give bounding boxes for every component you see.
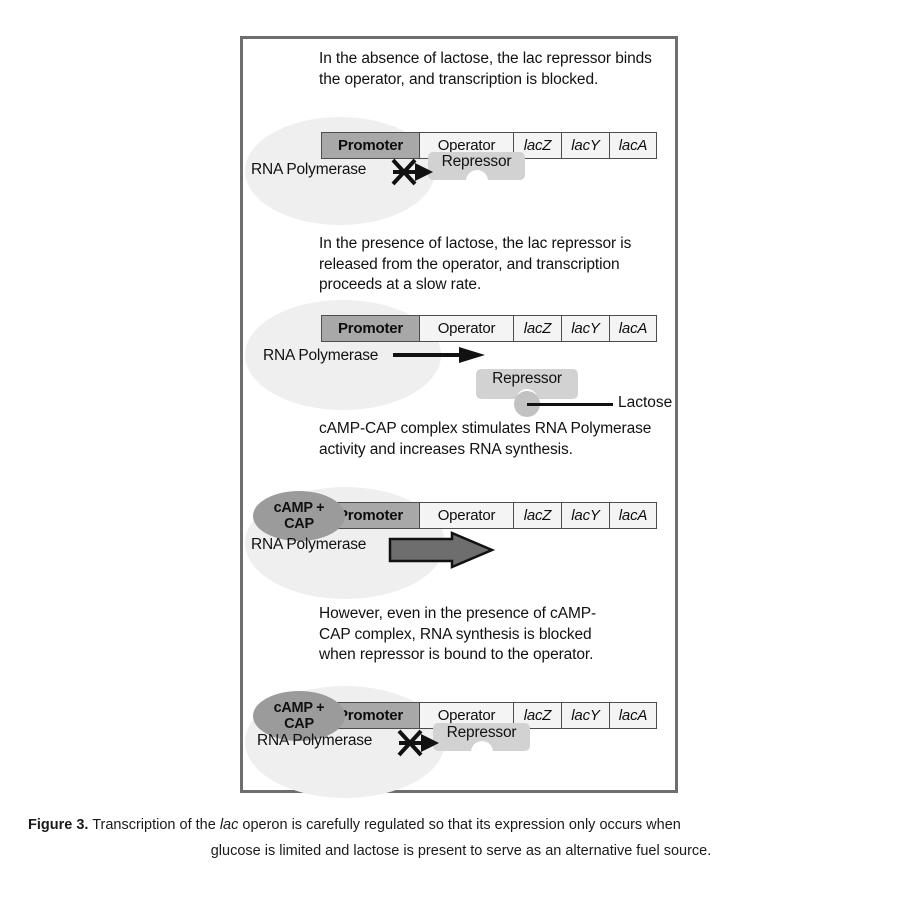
repressor-blob-1: Repressor xyxy=(428,152,525,181)
gene-cell-lacz: lacZ xyxy=(513,315,561,342)
blocked-transcription-arrow-icon xyxy=(391,158,433,186)
gene-cell-lacz: lacZ xyxy=(513,132,561,159)
figure-caption: Figure 3. Transcription of the lac opero… xyxy=(28,812,894,864)
lactose-leader-line xyxy=(527,403,613,406)
rna-polymerase-label-2: RNA Polymerase xyxy=(263,347,379,364)
figure-frame: In the absence of lactose, the lac repre… xyxy=(240,36,678,798)
gene-cell-operator: Operator xyxy=(419,502,513,529)
gene-cell-laca: lacA xyxy=(609,315,657,342)
gene-cell-laca: lacA xyxy=(609,702,657,729)
repressor-notch xyxy=(470,741,493,752)
gene-cell-laca: lacA xyxy=(609,132,657,159)
panel-camp-cap-blocked: However, even in the presence of cAMP-CA… xyxy=(243,594,675,798)
lactose-label: Lactose xyxy=(618,394,673,411)
gene-cell-operator: Operator xyxy=(419,315,513,342)
panel-1-caption: In the absence of lactose, the lac repre… xyxy=(319,50,652,88)
gene-cell-lacy: lacY xyxy=(561,315,609,342)
gene-cell-lacy: lacY xyxy=(561,702,609,729)
blocked-transcription-arrow-icon xyxy=(397,729,439,757)
figure-number: Figure 3. xyxy=(28,817,89,833)
gene-cell-promoter: Promoter xyxy=(321,315,419,342)
operon-gene-bar-2: Promoter Operator lacZ lacY lacA xyxy=(321,315,657,342)
rna-polymerase-label-3: RNA Polymerase xyxy=(251,536,367,553)
panel-absence-of-lactose: In the absence of lactose, the lac repre… xyxy=(243,39,675,227)
panel-presence-of-lactose: In the presence of lactose, the lac repr… xyxy=(243,224,675,417)
repressor-notch xyxy=(465,170,488,181)
rna-polymerase-label-4: RNA Polymerase xyxy=(257,732,373,749)
gene-cell-lacy: lacY xyxy=(561,132,609,159)
operon-gene-bar-1: Promoter Operator lacZ lacY lacA xyxy=(321,132,657,159)
caption-italic-lac: lac xyxy=(219,817,239,833)
panel-3-caption: cAMP-CAP complex stimulates RNA Polymera… xyxy=(319,420,652,458)
gene-cell-laca: lacA xyxy=(609,502,657,529)
caption-text-b: operon is carefully regulated so that it… xyxy=(238,817,681,833)
gene-cell-operator: Operator xyxy=(419,132,513,159)
gene-cell-lacy: lacY xyxy=(561,502,609,529)
operon-gene-bar-4: Promoter Operator lacZ lacY lacA xyxy=(321,702,657,729)
caption-text-c: glucose is limited and lactose is presen… xyxy=(210,843,712,859)
rna-polymerase-label-1: RNA Polymerase xyxy=(251,161,367,178)
repressor-blob-4: Repressor xyxy=(433,723,530,752)
panel-camp-cap-stimulation: cAMP-CAP complex stimulates RNA Polymera… xyxy=(243,409,675,599)
panel-2-caption: In the presence of lactose, the lac repr… xyxy=(319,235,632,293)
panel-4-caption: However, even in the presence of cAMP-CA… xyxy=(319,605,597,663)
high-transcription-arrow-icon xyxy=(388,531,496,569)
slow-transcription-arrow-icon xyxy=(393,347,485,363)
gene-cell-promoter: Promoter xyxy=(321,132,419,159)
camp-cap-complex-4: cAMP + CAP xyxy=(253,691,345,741)
operon-gene-bar-3: Promoter Operator lacZ lacY lacA xyxy=(321,502,657,529)
camp-cap-complex-3: cAMP + CAP xyxy=(253,491,345,541)
gene-cell-lacz: lacZ xyxy=(513,502,561,529)
caption-text-a: Transcription of the xyxy=(88,817,220,833)
